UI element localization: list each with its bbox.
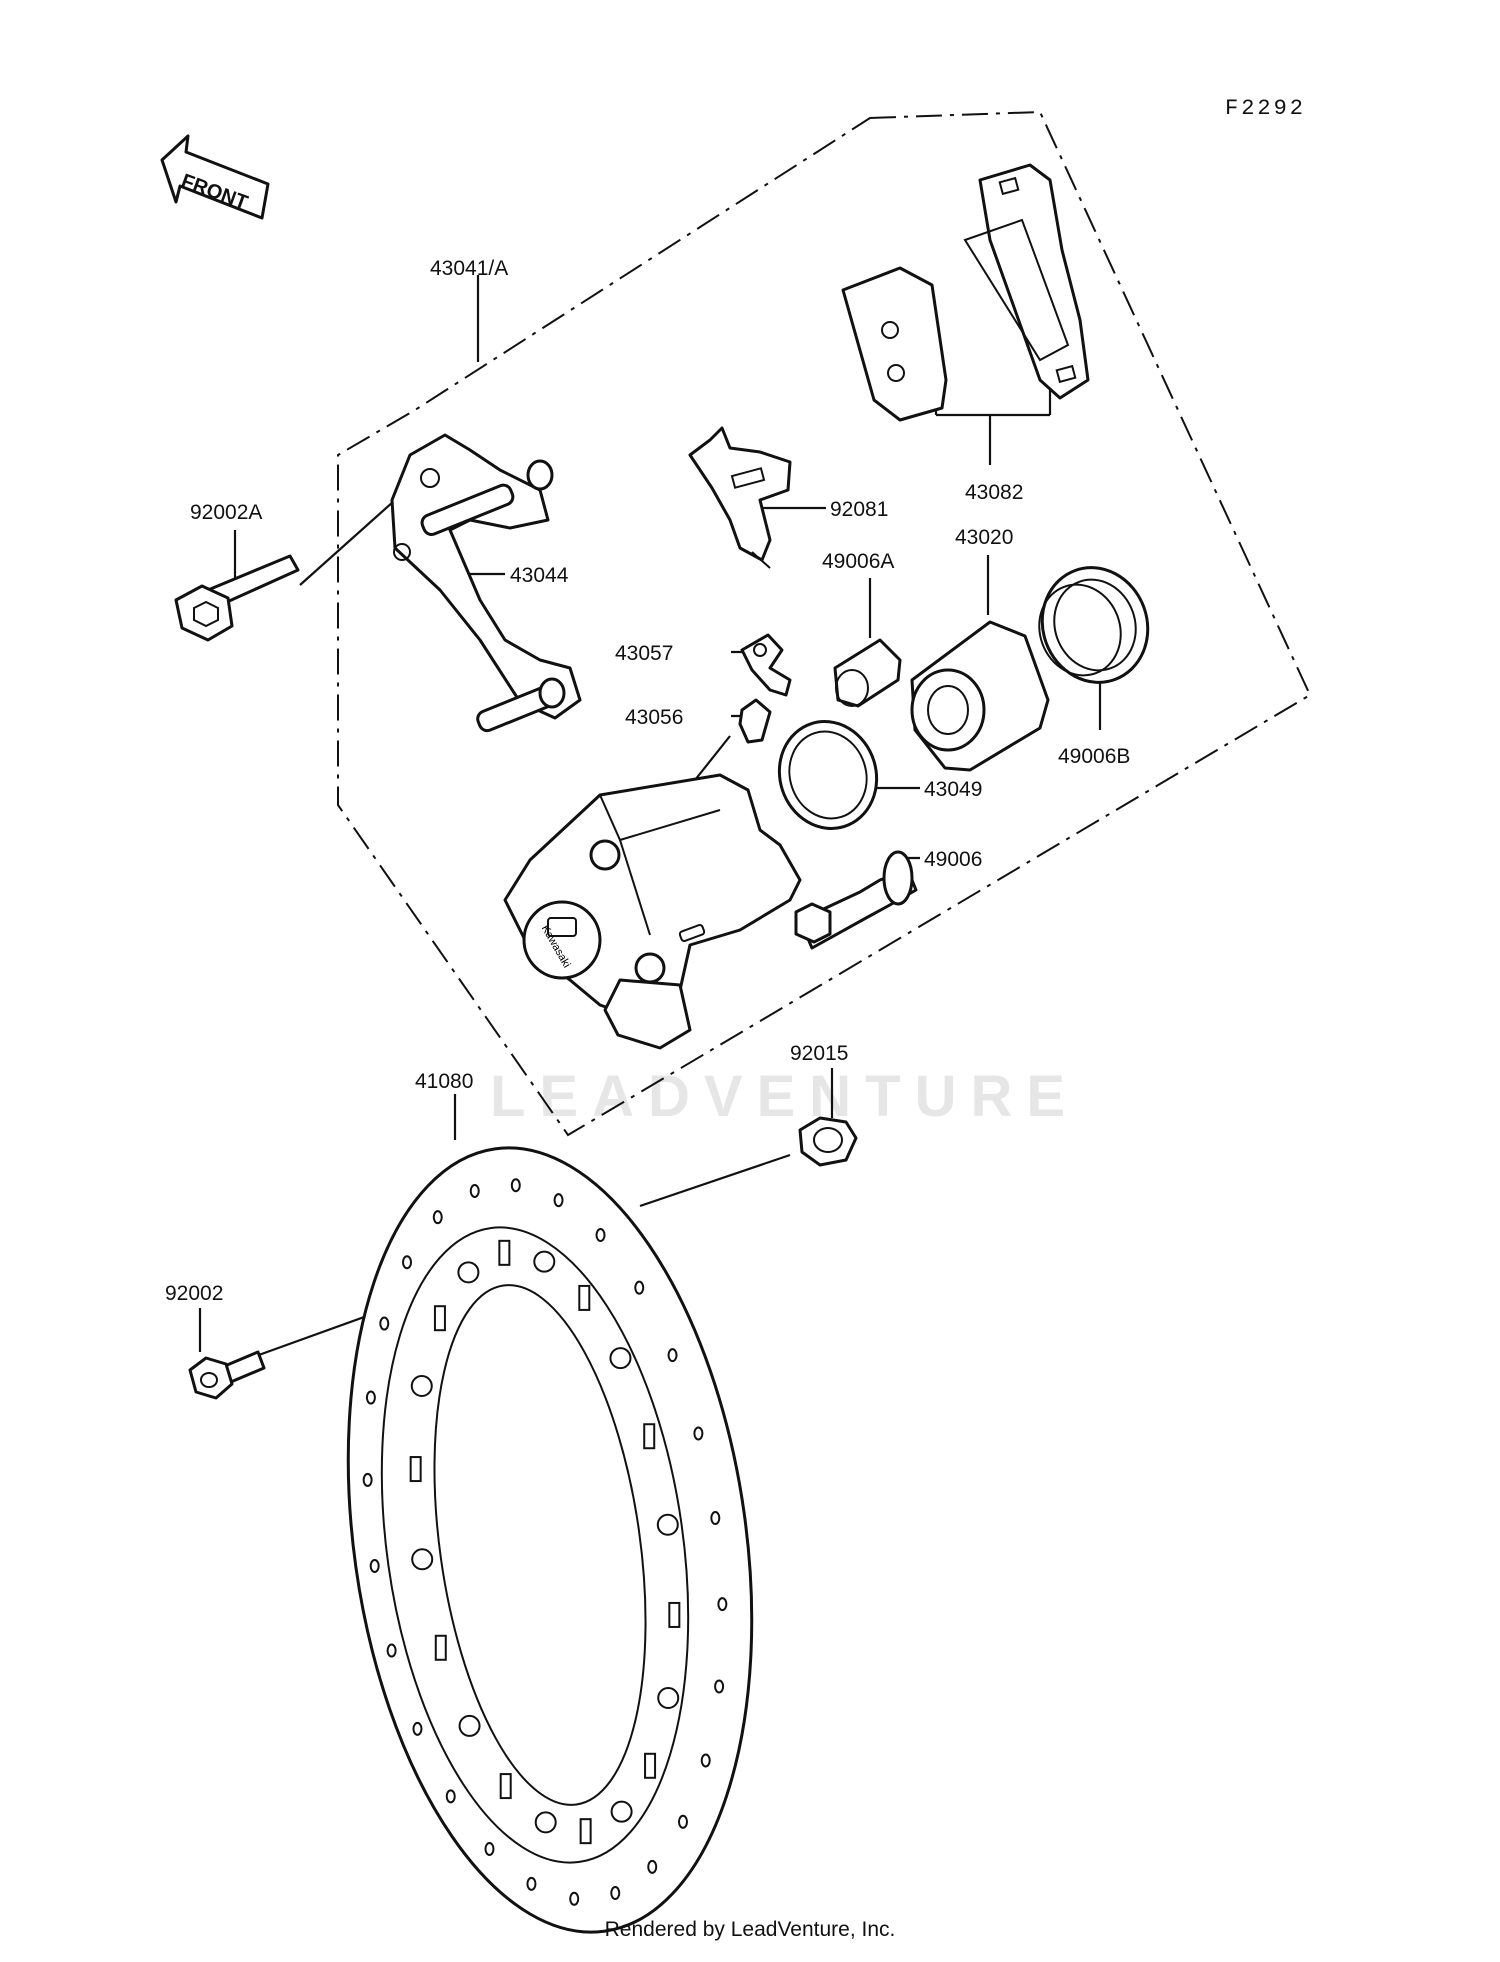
label-49006B: 49006B	[1058, 745, 1130, 768]
label-43049: 43049	[924, 778, 982, 801]
label-49006A: 49006A	[822, 550, 894, 573]
caliper-bracket-part	[390, 433, 582, 733]
caliper-body-part: Kawasaki	[503, 773, 802, 1050]
disc-drill-hole	[677, 1814, 688, 1829]
disc-rivet-hole	[656, 1513, 679, 1536]
disc-drill-hole	[569, 1891, 580, 1906]
caliper-bolt-part	[174, 554, 300, 642]
disc-drill-hole	[714, 1679, 725, 1694]
disc-rivet-hole	[610, 1800, 633, 1823]
disc-slot	[668, 1601, 681, 1628]
disc-drill-hole	[526, 1876, 537, 1891]
disc-drill-hole	[412, 1721, 423, 1736]
disc-drill-hole	[386, 1643, 397, 1658]
disc-drill-hole	[484, 1841, 495, 1856]
disc-drill-hole	[362, 1472, 373, 1487]
disc-rivet-hole	[534, 1811, 557, 1834]
disc-slot	[433, 1305, 446, 1332]
flange-nut-part	[798, 1116, 858, 1167]
pad-spring-part	[688, 426, 792, 569]
disc-drill-hole	[634, 1280, 645, 1295]
disc-drill-hole	[445, 1789, 456, 1804]
label-43044: 43044	[510, 564, 569, 587]
label-43041A: 43041/A	[430, 257, 508, 280]
label-92002: 92002	[165, 1282, 223, 1305]
label-49006: 49006	[924, 848, 982, 871]
disc-drill-hole	[369, 1558, 380, 1573]
pin-boot-part	[794, 850, 918, 950]
label-41080: 41080	[415, 1070, 473, 1093]
piston-part	[910, 620, 1050, 772]
disc-drill-hole	[365, 1390, 376, 1405]
disc-rivet-hole	[533, 1250, 556, 1273]
disc-drill-hole	[553, 1193, 564, 1208]
label-43020: 43020	[955, 526, 1013, 549]
bleeder-parts	[738, 633, 792, 744]
disc-drill-hole	[432, 1210, 443, 1225]
disc-drill-hole	[402, 1255, 413, 1270]
disc-drill-hole	[469, 1183, 480, 1198]
disc-drill-hole	[717, 1597, 728, 1612]
disc-slot	[409, 1456, 422, 1483]
disc-slot	[644, 1752, 657, 1779]
part-labels: 43041/A 92002A 43044 92081 43082 43020 4…	[165, 257, 1130, 1305]
caliper-assembly-boundary	[337, 110, 1312, 1137]
label-43082: 43082	[965, 481, 1023, 504]
disc-drill-holes	[362, 1178, 728, 1906]
disc-slot	[499, 1773, 512, 1800]
disc-bolt-part	[188, 1350, 266, 1400]
disc-slot	[579, 1818, 592, 1845]
disc-drill-hole	[595, 1228, 606, 1243]
disc-rivet-hole	[457, 1261, 480, 1284]
disc-rivet-hole	[410, 1374, 433, 1397]
label-92015: 92015	[790, 1042, 848, 1065]
dust-boot-part	[833, 638, 902, 708]
disc-drill-hole	[667, 1348, 678, 1363]
disc-drill-hole	[700, 1753, 711, 1768]
disc-rivet-hole	[411, 1548, 434, 1571]
diagram-code: F2292	[1225, 96, 1306, 121]
watermark-text: LEADVENTURE	[490, 1064, 1079, 1129]
disc-slot	[434, 1634, 447, 1661]
disc-drill-hole	[647, 1859, 658, 1874]
label-43057: 43057	[615, 642, 673, 665]
disc-slot	[643, 1423, 656, 1450]
disc-rivet-hole	[458, 1714, 481, 1737]
o-ring-part	[777, 720, 879, 830]
label-43056: 43056	[625, 706, 683, 729]
label-92081: 92081	[830, 498, 888, 521]
footer-credit: Rendered by LeadVenture, Inc.	[604, 1918, 896, 1941]
disc-drill-hole	[693, 1426, 704, 1441]
brake-disc-part	[346, 1146, 754, 1934]
disc-rivet-hole	[609, 1347, 632, 1370]
disc-drill-hole	[510, 1178, 521, 1193]
disc-drill-hole	[379, 1316, 390, 1331]
label-92002A: 92002A	[190, 501, 262, 524]
disc-rivet-hole	[657, 1687, 680, 1710]
piston-seal-part	[1038, 566, 1150, 684]
disc-slot	[578, 1284, 591, 1311]
disc-drill-hole	[610, 1886, 621, 1901]
disc-slot	[498, 1239, 511, 1266]
disc-drill-hole	[710, 1511, 721, 1526]
front-arrow-icon: FRONT	[160, 134, 270, 220]
brake-pads-part	[841, 163, 1090, 422]
